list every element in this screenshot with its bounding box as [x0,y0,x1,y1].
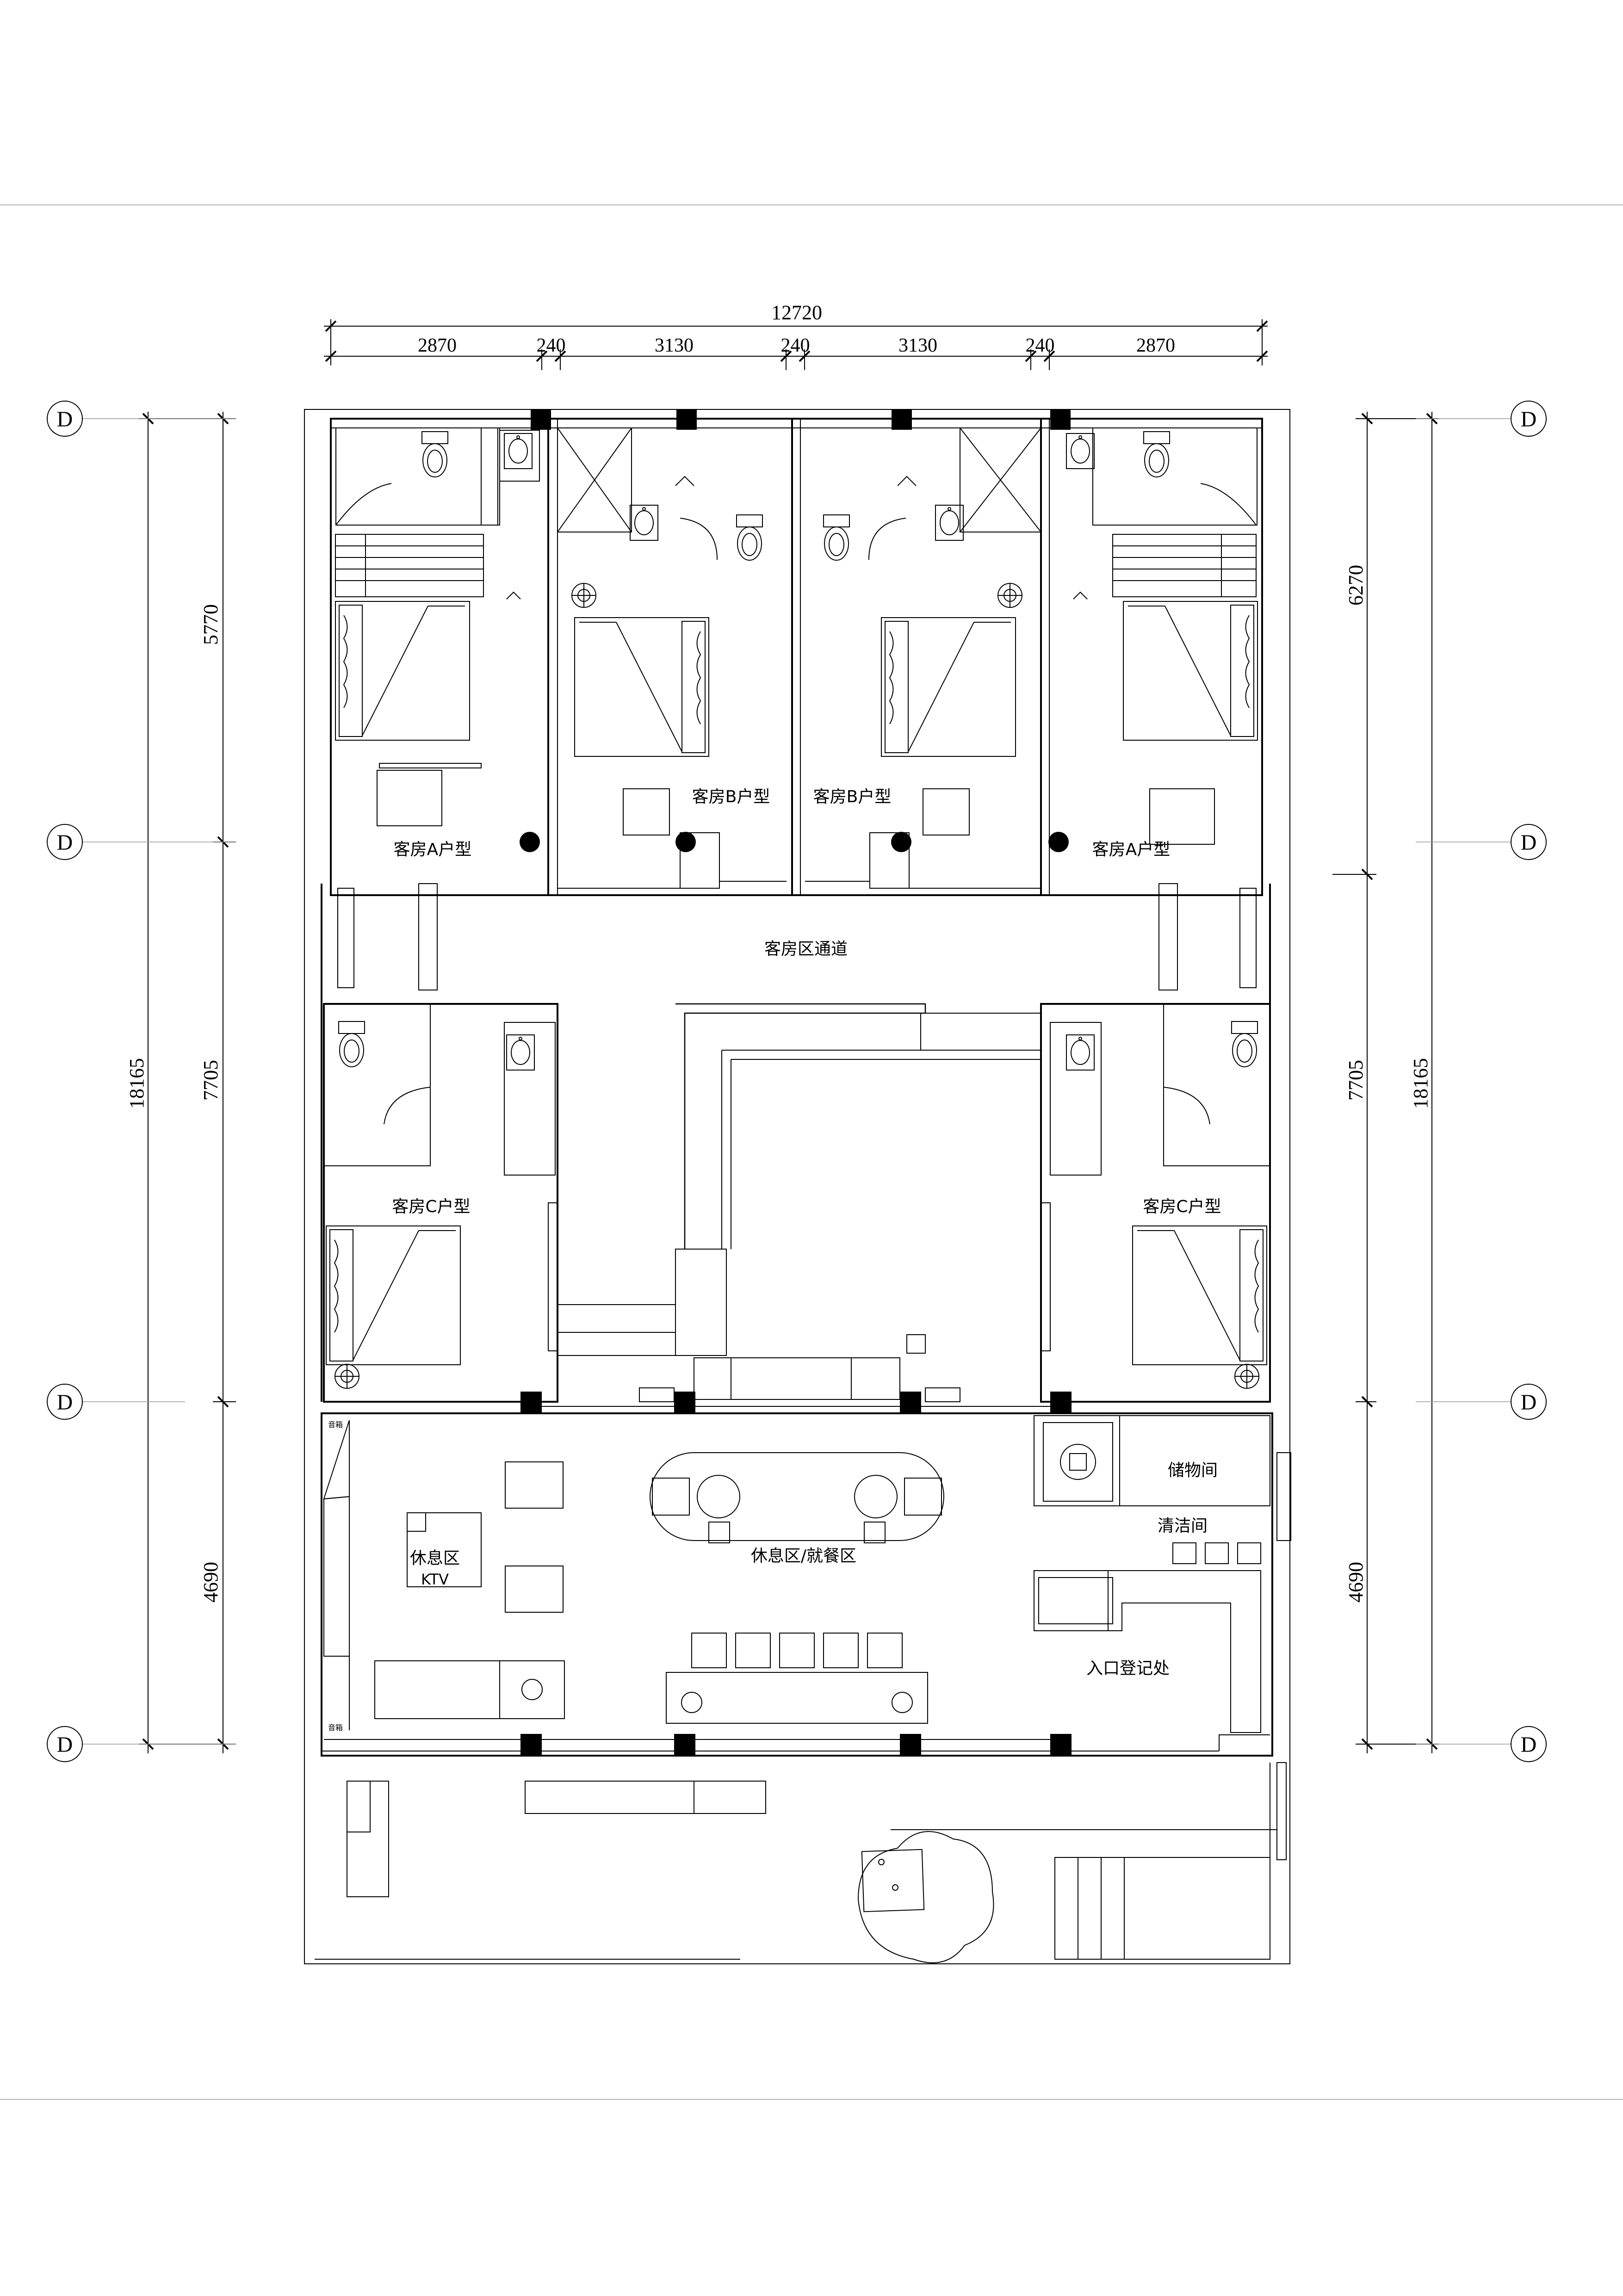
axis-bubble-left-3: D [47,1384,83,1420]
dim-left-total: 18165 [125,1058,148,1109]
axis-bubble-left-1: D [47,401,83,437]
axis-bubble-left-2: D [47,824,83,860]
room-labels: 客房A户型 客房A户型 客房B户型 客房B户型 客房C户型 客房C户型 客房区通… [328,787,1221,1732]
axis-bubble-right-3: D [1511,1384,1547,1420]
label-cleaning: 清洁间 [1158,1516,1208,1535]
lounge-block [321,1412,1291,1757]
axis-bubble-left-4: D [47,1726,83,1762]
middle-block [321,883,1271,1407]
label-corridor: 客房区通道 [764,940,848,959]
label-reception: 入口登记处 [1086,1659,1170,1678]
svg-text:D: D [1521,407,1537,432]
site-boundary [304,409,1290,1964]
dim-left-seg-1: 5770 [199,604,222,645]
right-dimension-chain: 6270 7705 4690 18165 [1332,412,1439,1753]
label-ktv: KTV [421,1571,449,1588]
dim-right-seg-3: 4690 [1344,1562,1367,1603]
dim-top-seg-6: 240 [1026,335,1055,356]
dim-right-total: 18165 [1409,1058,1432,1109]
label-room-c-right: 客房C户型 [1143,1197,1221,1216]
dim-top-seg-5: 3130 [898,335,937,356]
label-room-b-right: 客房B户型 [813,787,892,806]
axis-bubble-right-4: D [1511,1726,1547,1762]
svg-text:D: D [57,830,73,855]
axis-markers: D D D D D D D D [47,401,1547,1762]
svg-text:D: D [1521,830,1537,855]
label-room-b-left: 客房B户型 [692,787,770,806]
axis-bubble-right-1: D [1511,401,1547,437]
label-room-c-left: 客房C户型 [392,1197,470,1216]
dim-top-seg-7: 2870 [1136,335,1175,356]
svg-text:D: D [1521,1733,1537,1757]
svg-text:D: D [57,1733,73,1757]
svg-text:D: D [57,1390,73,1415]
dim-top-total: 12720 [771,301,822,324]
label-lounge: 休息区 [410,1549,460,1568]
label-speaker-top: 音箱 [328,1420,343,1429]
axis-bubble-right-2: D [1511,824,1547,860]
label-storage: 储物间 [1168,1461,1218,1480]
dim-top-seg-1: 2870 [418,335,457,356]
label-lounge-dining: 休息区/就餐区 [751,1547,856,1566]
svg-text:D: D [57,407,73,432]
dim-right-seg-1: 6270 [1344,565,1367,606]
dim-top-seg-2: 240 [537,335,566,356]
front-courtyard [315,1762,1287,1963]
dim-right-seg-2: 7705 [1344,1060,1367,1101]
top-dimension-chain: 12720 2870 240 3130 240 3130 240 2870 [324,301,1268,370]
label-room-a-left: 客房A户型 [394,840,472,859]
label-speaker-bottom: 音箱 [328,1723,343,1732]
label-room-a-right: 客房A户型 [1092,840,1171,859]
svg-text:D: D [1521,1390,1537,1415]
left-dimension-chain: 18165 5770 7705 4690 [125,412,236,1753]
dim-left-seg-2: 7705 [199,1060,222,1101]
top-room-block [330,418,1263,896]
dim-top-seg-3: 3130 [655,335,694,356]
dim-top-seg-4: 240 [781,335,810,356]
dim-left-seg-3: 4690 [199,1562,222,1603]
